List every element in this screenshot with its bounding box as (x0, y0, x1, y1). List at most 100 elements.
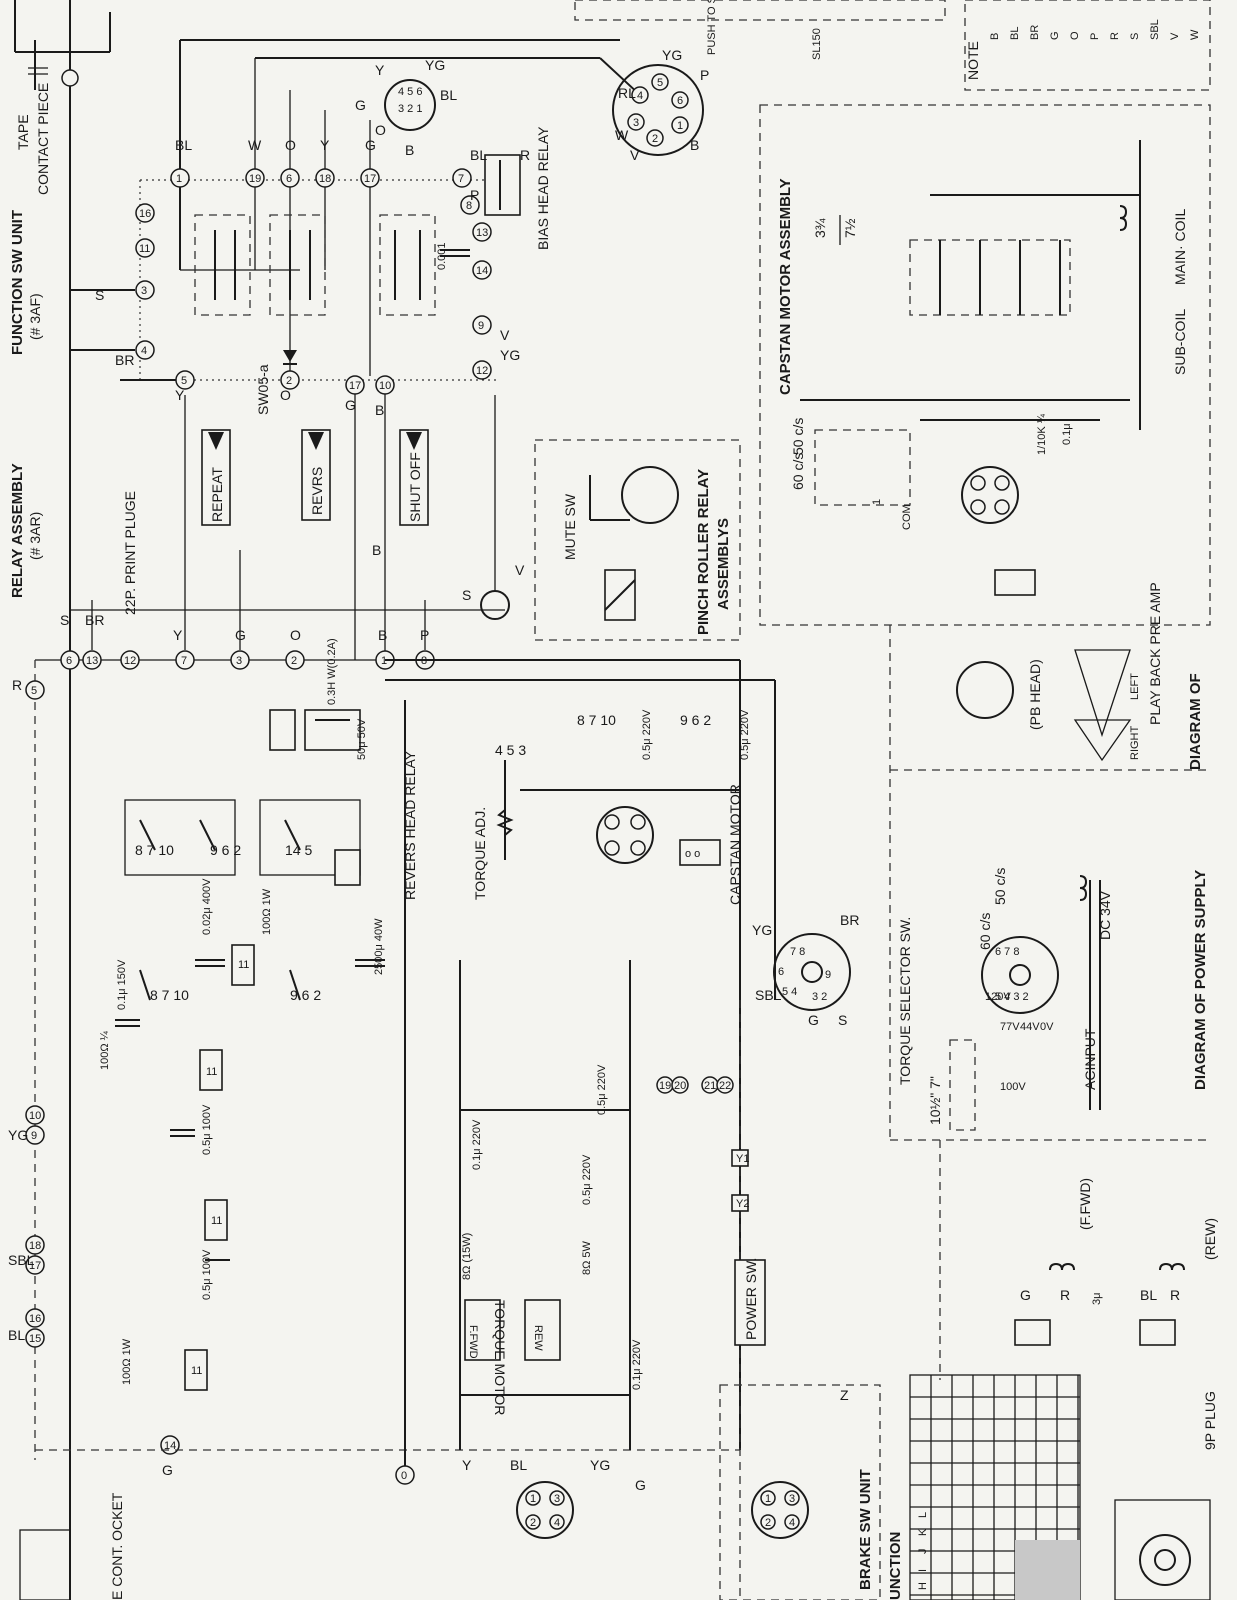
terminal-6: 6 (280, 168, 300, 188)
svg-text:G: G (1020, 1287, 1031, 1303)
relay-assembly-ref: (# 3AR) (27, 512, 43, 560)
svg-text:16: 16 (139, 208, 151, 220)
svg-text:O: O (375, 122, 386, 138)
brake-sw-unit: 1 3 2 4 BRAKE SW UNIT Z (719, 1384, 881, 1600)
svg-text:4: 4 (637, 90, 643, 102)
contact-piece-label: CONTACT PIECE (35, 83, 51, 195)
svg-text:7 8: 7 8 (790, 946, 805, 958)
svg-text:RELAY ASSEMBLY: RELAY ASSEMBLY (9, 463, 26, 598)
terminal-14: 14 (472, 260, 492, 280)
note-legend-item: B (989, 33, 1001, 40)
svg-text:B: B (690, 137, 699, 153)
shut-off-indicator: SHUT OFF (399, 429, 429, 526)
bias-head-relay: BL R P BIAS HEAD RELAY (470, 126, 551, 250)
svg-text:Y: Y (375, 62, 385, 78)
svg-text:BR: BR (85, 612, 104, 628)
svg-text:1: 1 (871, 499, 883, 505)
svg-text:0.3H W(0.2A): 0.3H W(0.2A) (326, 638, 338, 705)
torque-motor: TORQUE MOTOR F.FWD REW 8Ω (15W) 8Ω 5W 0.… (459, 960, 643, 1450)
svg-text:G: G (345, 397, 356, 413)
svg-text:TAPE: TAPE (15, 114, 31, 150)
svg-text:1: 1 (381, 655, 387, 667)
svg-text:17: 17 (29, 1260, 41, 1272)
svg-text:0: 0 (401, 1470, 407, 1482)
relay-coil-4: 11 100Ω 1W (121, 1338, 208, 1391)
function-sw-unit-ref: (# 3AF) (27, 293, 43, 340)
svg-text:1: 1 (677, 120, 683, 132)
pinch-roller-relay-assembly: MUTE SW PINCH ROLLER RELAY ASSEMBLYS (534, 439, 741, 641)
svg-text:BL: BL (470, 147, 487, 163)
function-table-col: J (917, 1549, 929, 1555)
svg-text:(F.FWD): (F.FWD) (1077, 1178, 1093, 1230)
svg-text:9: 9 (478, 320, 484, 332)
svg-text:O: O (280, 387, 291, 403)
svg-text:0.5μ 100V: 0.5μ 100V (201, 1104, 213, 1155)
svg-text:ACINPUT: ACINPUT (1082, 1028, 1098, 1090)
svg-text:Y1: Y1 (736, 1153, 749, 1165)
svg-text:3 2 1: 3 2 1 (398, 103, 422, 115)
svg-text:3 2: 3 2 (812, 991, 827, 1003)
svg-text:R: R (1060, 1287, 1070, 1303)
note-legend-item: W (1189, 29, 1201, 40)
svg-text:S: S (838, 1012, 847, 1028)
svg-text:8: 8 (466, 200, 472, 212)
terminal-17: 17 (360, 168, 380, 188)
capstan-motor-assembly: CAPSTAN MOTOR ASSEMBLY 3¾ 7½ MAIN· COIL … (759, 104, 1211, 626)
svg-text:9: 9 (31, 1130, 37, 1142)
note-legend-item: BL (1009, 27, 1021, 40)
svg-text:2: 2 (765, 1517, 771, 1529)
svg-text:R: R (520, 147, 530, 163)
svg-text:2: 2 (652, 133, 658, 145)
sw05-label: SW05-a (255, 364, 271, 415)
svg-text:2: 2 (291, 655, 297, 667)
svg-text:10: 10 (379, 380, 391, 392)
terminal-11: 11 (135, 238, 155, 258)
svg-text:(# 3AR): (# 3AR) (27, 512, 43, 560)
svg-text:120V: 120V (985, 991, 1011, 1003)
terminal-8: 8 (460, 195, 480, 215)
note-legend-item: S (1129, 33, 1141, 40)
svg-text:2: 2 (286, 375, 292, 387)
terminal-9: 9 (472, 315, 492, 335)
svg-text:3μ: 3μ (1091, 1293, 1103, 1305)
svg-text:6: 6 (778, 966, 784, 978)
top-left-wiring (14, 0, 111, 1600)
cont-socket: E CONT. OCKET (19, 1492, 125, 1600)
svg-text:SW05-a: SW05-a (255, 364, 271, 415)
svg-text:60 c/s: 60 c/s (790, 453, 806, 490)
svg-text:3: 3 (789, 1493, 795, 1505)
svg-text:60 c/s: 60 c/s (977, 913, 993, 950)
svg-text:0.1μ 220V: 0.1μ 220V (631, 1339, 643, 1390)
svg-text:P: P (700, 67, 709, 83)
terminal-7: 7 (452, 168, 472, 188)
svg-text:19: 19 (659, 1080, 671, 1092)
svg-text:F.FWD: F.FWD (467, 1325, 479, 1359)
print-plug-terminals: 5 6 13 12 7 3 2 1 8 (25, 395, 740, 1460)
svg-text:0.5μ 220V: 0.5μ 220V (739, 709, 751, 760)
svg-text:Y: Y (462, 1457, 472, 1473)
svg-text:7: 7 (181, 655, 187, 667)
svg-text:UNCTION: UNCTION (887, 1532, 904, 1600)
playback-preamp: LEFT RIGHT PLAY BACK PRE AMP (PB HEAD) D… (889, 582, 1210, 1140)
svg-text:YG: YG (8, 1127, 28, 1143)
svg-text:(# 3AF): (# 3AF) (27, 293, 43, 340)
svg-text:BL: BL (1140, 1287, 1157, 1303)
repeat-indicator: REPEAT (201, 429, 231, 526)
tape-label: TAPE (15, 114, 31, 150)
svg-text:BRAKE SW UNIT: BRAKE SW UNIT (857, 1469, 874, 1590)
cap-002-400v: 0.02μ 400V (195, 878, 225, 967)
svg-text:3: 3 (633, 117, 639, 129)
svg-text:2500μ 40W: 2500μ 40W (373, 918, 385, 975)
svg-text:BL: BL (510, 1457, 527, 1473)
svg-text:B: B (378, 627, 387, 643)
coil-03h: 0.3H W(0.2A) (326, 638, 338, 705)
svg-text:W: W (615, 127, 629, 143)
svg-text:22: 22 (719, 1080, 731, 1092)
terminal-13: 13 (472, 222, 492, 242)
svg-text:0.5μ 220V: 0.5μ 220V (641, 709, 653, 760)
svg-text:13: 13 (476, 227, 488, 239)
svg-text:14 5: 14 5 (285, 842, 312, 858)
svg-text:S: S (60, 612, 69, 628)
svg-text:0.5μ 100V: 0.5μ 100V (201, 1249, 213, 1300)
